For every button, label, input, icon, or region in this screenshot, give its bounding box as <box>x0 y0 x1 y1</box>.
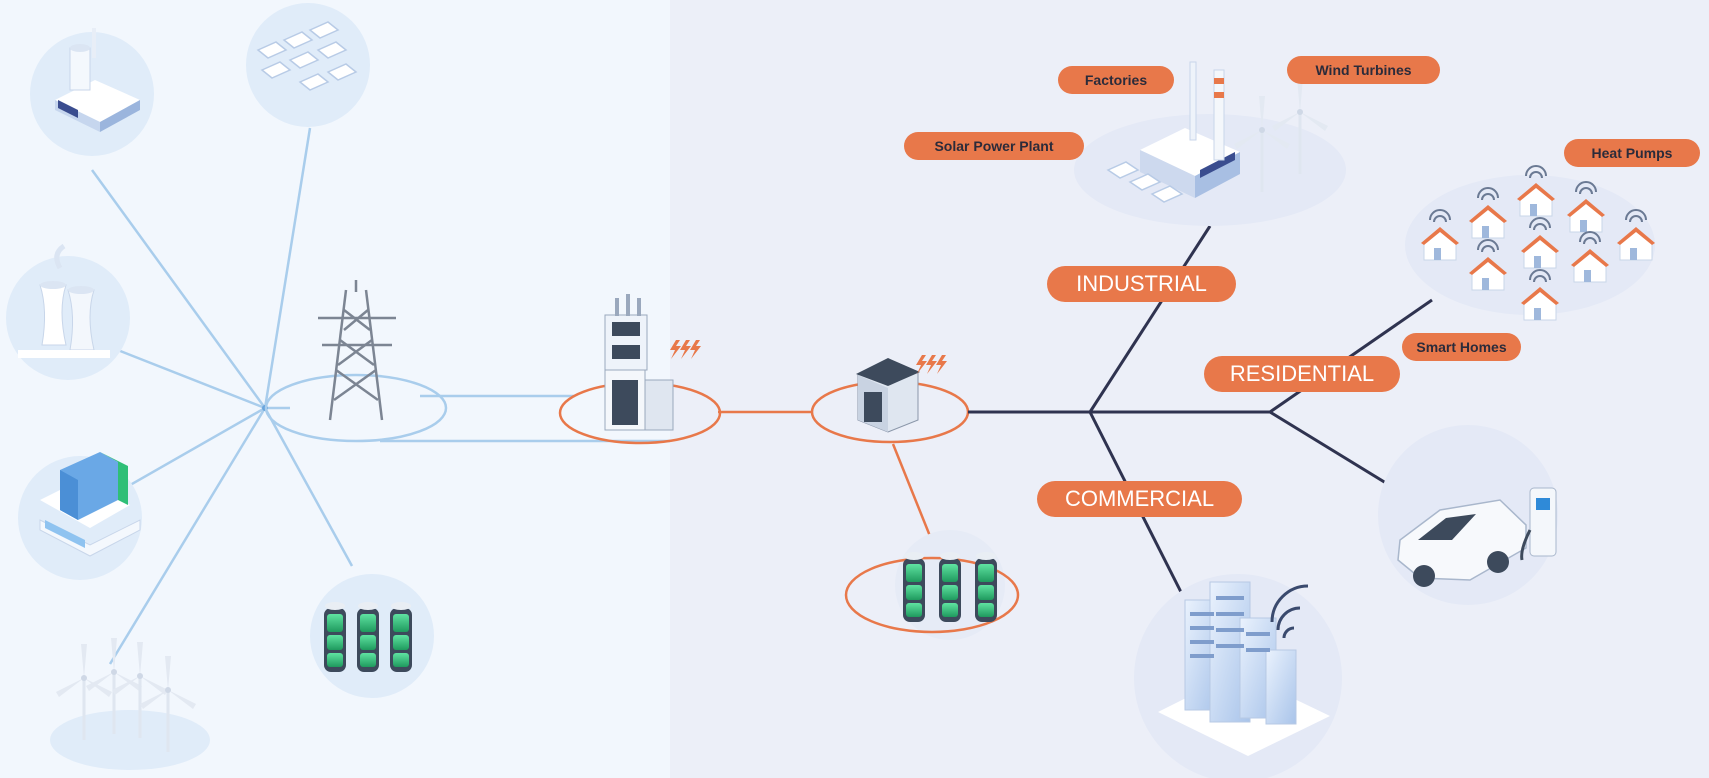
power-plant-icon <box>30 28 154 156</box>
wind-turbines-tag: Wind Turbines <box>1287 56 1440 84</box>
transformer-icon <box>810 355 970 444</box>
industrial-cluster <box>1074 61 1346 226</box>
residential-label-text: RESIDENTIAL <box>1230 361 1374 386</box>
smart-homes-tag: Smart Homes <box>1402 333 1521 361</box>
generation-connection-lines <box>90 127 670 665</box>
cooling-towers-icon <box>6 243 130 380</box>
ev-charging-cluster <box>1378 425 1558 605</box>
residential-sector-label: RESIDENTIAL <box>1204 356 1400 392</box>
electric-car-icon <box>1397 499 1527 587</box>
solar-panels-icon <box>1106 161 1184 203</box>
solar-power-plant-tag-text: Solar Power Plant <box>934 138 1053 154</box>
commercial-label-text: COMMERCIAL <box>1065 486 1214 511</box>
solar-panels-icon <box>246 3 370 127</box>
wind-turbines-tag-text: Wind Turbines <box>1315 62 1411 78</box>
residential-cluster <box>1405 165 1656 321</box>
factories-tag: Factories <box>1058 66 1174 94</box>
battery-storage-icon <box>310 574 434 698</box>
heat-pumps-tag: Heat Pumps <box>1564 139 1700 167</box>
battery-storage-icon <box>844 530 1020 640</box>
transmission-tower-icon <box>264 280 448 443</box>
substation-icon <box>558 294 722 445</box>
industrial-label-text: INDUSTRIAL <box>1076 271 1207 296</box>
charging-station-icon <box>1520 487 1557 561</box>
industrial-sector-label: INDUSTRIAL <box>1047 266 1236 302</box>
commercial-sector-label: COMMERCIAL <box>1037 481 1242 517</box>
hydro-dam-icon <box>18 452 142 580</box>
wind-turbines-icon <box>50 638 210 770</box>
factory-icon <box>1140 61 1240 198</box>
heat-pumps-tag-text: Heat Pumps <box>1592 145 1673 161</box>
office-buildings-icon <box>1134 574 1342 778</box>
factories-tag-text: Factories <box>1085 72 1147 88</box>
smart-homes-tag-text: Smart Homes <box>1416 339 1506 355</box>
solar-power-plant-tag: Solar Power Plant <box>904 132 1084 160</box>
